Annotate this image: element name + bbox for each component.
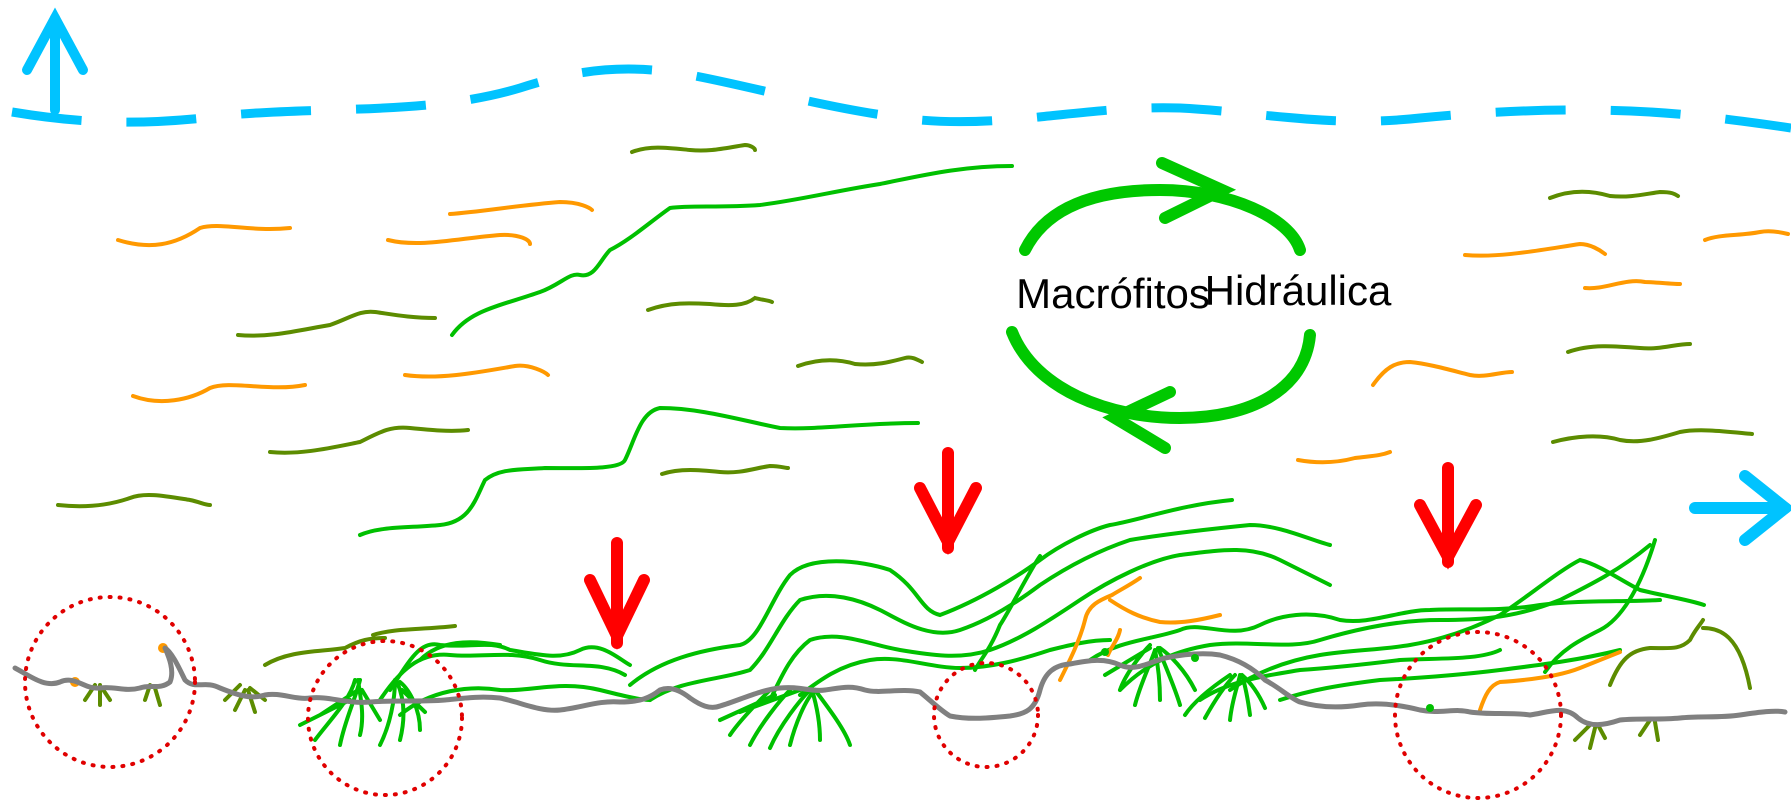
hydraulics-label: Hidráulica [1205, 267, 1392, 314]
arrow-down-icon [590, 543, 644, 643]
rooted-macrophytes [300, 500, 1704, 748]
arrow-down-icon [1420, 468, 1476, 562]
arrow-down-icon [920, 453, 976, 548]
water-surface [12, 69, 1791, 128]
bright-plant-streamers [360, 166, 1012, 535]
arrow-up-icon [27, 18, 83, 110]
macrophytes-label: Macrófitos [1016, 270, 1210, 317]
arrow-right-icon [1695, 476, 1785, 540]
olive-fragments [58, 145, 1752, 506]
orange-particles [118, 202, 1788, 462]
